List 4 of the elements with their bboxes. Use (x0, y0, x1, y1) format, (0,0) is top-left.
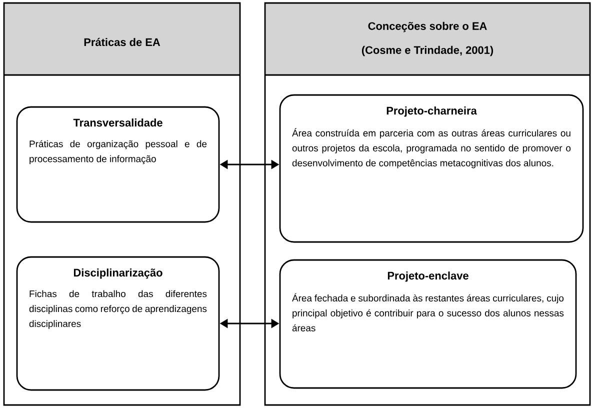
rounded-box: Projeto-charneira Área construída em parceria com as outras áreas curriculares ou outros projetos da escola, programada no sentido de promover o desenvolvimento de competências metacognitivas dos alunos. (279, 94, 584, 243)
rounded-box: Transversalidade Práticas de organização pessoal e de processamento de informação (16, 106, 220, 223)
rounded-box: Projeto-enclave Área fechada e subordinada às restantes áreas curriculares, cujo principal objetivo é contribuir para o sucesso dos alunos nessas áreas (279, 259, 577, 389)
rounded-box: Disciplinarização Fichas de trabalho das diferentes disciplinas como reforço de aprendizagens disciplinares (16, 256, 220, 391)
